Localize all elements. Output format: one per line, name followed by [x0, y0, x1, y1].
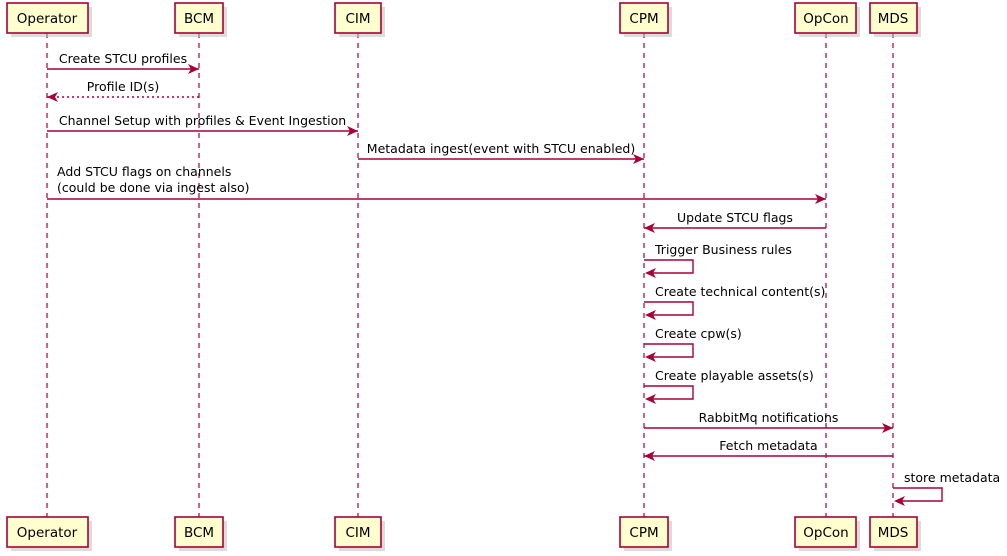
- participant-label-cpm: CPM: [629, 11, 658, 27]
- arrow-head: [47, 92, 58, 102]
- participant-box[interactable]: [334, 516, 382, 548]
- self-message-path: [893, 487, 943, 502]
- participant-mds-bottom[interactable]: MDS: [869, 516, 921, 551]
- self-message-path: [644, 301, 694, 316]
- participant-label-bcm: BCM: [184, 525, 214, 541]
- arrow-head: [882, 423, 893, 433]
- participant-cpm-top[interactable]: CPM: [619, 2, 672, 37]
- message-m4[interactable]: Metadata ingest(event with STCU enabled): [358, 141, 644, 164]
- participant-cim-top[interactable]: CIM: [334, 2, 385, 37]
- participant-box[interactable]: [174, 2, 224, 34]
- participant-label-cim: CIM: [345, 11, 370, 27]
- message-m10[interactable]: Create playable assets(s): [644, 368, 814, 404]
- message-label: Channel Setup with profiles & Event Inge…: [59, 113, 346, 128]
- message-label-line2: (could be done via ingest also): [57, 180, 250, 195]
- message-label: Update STCU flags: [677, 210, 793, 225]
- message-label: Profile ID(s): [87, 79, 159, 94]
- arrow-head: [347, 126, 358, 136]
- message-label-line1: Add STCU flags on channels: [57, 164, 231, 179]
- participant-box[interactable]: [619, 516, 669, 548]
- participant-opcon-top[interactable]: OpCon: [794, 2, 860, 37]
- arrow-head: [633, 154, 644, 164]
- participant-box[interactable]: [794, 516, 857, 548]
- participant-operator-bottom[interactable]: Operator: [6, 516, 92, 551]
- message-label: Create cpw(s): [655, 326, 742, 341]
- participant-bcm-top[interactable]: BCM: [174, 2, 227, 37]
- arrow-head: [644, 451, 655, 461]
- participant-box[interactable]: [6, 2, 89, 34]
- participant-opcon-bottom[interactable]: OpCon: [794, 516, 860, 551]
- participant-label-mds: MDS: [878, 525, 909, 541]
- arrow-head: [645, 310, 656, 320]
- message-label: Create technical content(s): [655, 284, 825, 299]
- arrow-head: [894, 496, 905, 506]
- self-message-path: [644, 343, 694, 358]
- message-m6[interactable]: Update STCU flags: [644, 210, 826, 233]
- message-m2[interactable]: Profile ID(s): [47, 79, 199, 102]
- arrow-head: [644, 223, 655, 233]
- message-m8[interactable]: Create technical content(s): [644, 284, 825, 320]
- participant-box[interactable]: [869, 2, 918, 34]
- message-m11[interactable]: RabbitMq notifications: [644, 410, 893, 433]
- participant-label-cim: CIM: [345, 525, 370, 541]
- message-label: RabbitMq notifications: [699, 410, 839, 425]
- message-m12[interactable]: Fetch metadata: [644, 438, 893, 461]
- participant-box[interactable]: [619, 2, 669, 34]
- participant-label-cpm: CPM: [629, 525, 658, 541]
- participant-label-opcon: OpCon: [803, 525, 848, 541]
- participant-label-operator: Operator: [17, 525, 78, 541]
- message-m5[interactable]: Add STCU flags on channels(could be done…: [47, 164, 826, 204]
- participant-box[interactable]: [334, 2, 382, 34]
- participant-operator-top[interactable]: Operator: [6, 2, 92, 37]
- message-m3[interactable]: Channel Setup with profiles & Event Inge…: [47, 113, 358, 136]
- message-label: Fetch metadata: [719, 438, 817, 453]
- participant-mds-top[interactable]: MDS: [869, 2, 921, 37]
- message-label: store metadata: [904, 470, 1000, 485]
- participant-label-operator: Operator: [17, 11, 78, 27]
- participant-boxes-group: OperatorOperatorBCMBCMCIMCIMCPMCPMOpConO…: [6, 2, 921, 551]
- message-m9[interactable]: Create cpw(s): [644, 326, 742, 362]
- message-m13[interactable]: store metadata: [893, 470, 1000, 506]
- participant-label-bcm: BCM: [184, 11, 214, 27]
- lifelines-group: [46, 33, 894, 517]
- participant-label-opcon: OpCon: [803, 11, 848, 27]
- participant-box[interactable]: [6, 516, 89, 548]
- arrow-head: [188, 64, 199, 74]
- participant-cim-bottom[interactable]: CIM: [334, 516, 385, 551]
- message-m1[interactable]: Create STCU profiles: [47, 51, 199, 74]
- participant-label-mds: MDS: [878, 11, 909, 27]
- message-m7[interactable]: Trigger Business rules: [644, 242, 792, 278]
- self-message-path: [644, 259, 694, 274]
- participant-bcm-bottom[interactable]: BCM: [174, 516, 227, 551]
- arrow-head: [645, 394, 656, 404]
- participant-box[interactable]: [174, 516, 224, 548]
- self-message-path: [644, 385, 694, 400]
- message-label: Metadata ingest(event with STCU enabled): [367, 141, 635, 156]
- arrow-head: [645, 268, 656, 278]
- participant-box[interactable]: [869, 516, 918, 548]
- message-label: Trigger Business rules: [654, 242, 792, 257]
- message-label: Create playable assets(s): [655, 368, 814, 383]
- arrow-head: [645, 352, 656, 362]
- participant-cpm-bottom[interactable]: CPM: [619, 516, 672, 551]
- participant-box[interactable]: [794, 2, 857, 34]
- message-label: Create STCU profiles: [59, 51, 187, 66]
- arrow-head: [815, 194, 826, 204]
